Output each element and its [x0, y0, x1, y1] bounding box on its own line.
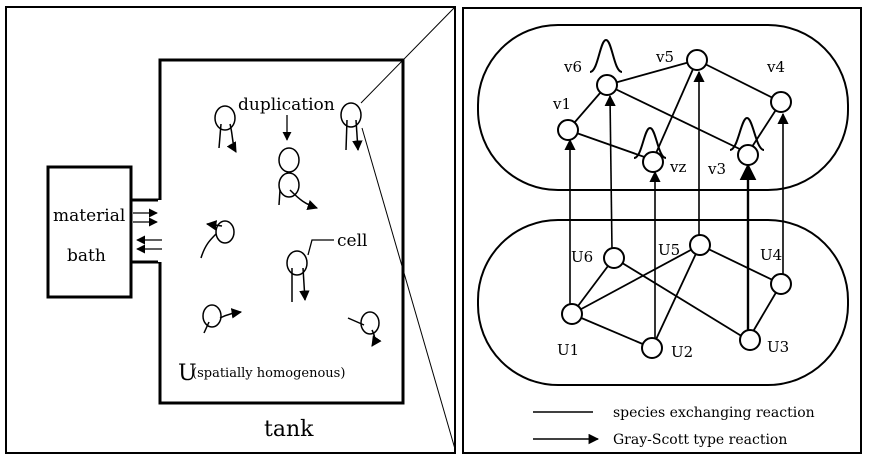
duplication-label: duplication	[238, 95, 335, 115]
u-sublabel: (spatially homogenous)	[192, 366, 345, 381]
u-nodes	[561, 234, 792, 359]
exchange-reaction-lines	[567, 59, 782, 349]
tank-label: tank	[264, 417, 314, 442]
tank-box	[158, 58, 405, 405]
v-layer-capsule	[477, 24, 849, 191]
cell-icon	[200, 220, 235, 259]
flow-arrows	[133, 208, 162, 254]
node-u4	[770, 273, 792, 295]
gray-scott-arrows	[564, 70, 789, 338]
cell-icon	[340, 102, 363, 152]
material-bath-box	[46, 165, 133, 299]
cells	[200, 102, 382, 347]
legend: species exchanging reaction Gray-Scott t…	[533, 405, 815, 448]
material-bath-label-line2: bath	[67, 246, 106, 266]
node-u5	[689, 234, 711, 256]
legend-exchange-text: species exchanging reaction	[613, 405, 815, 421]
cell-label: cell	[337, 231, 367, 251]
cell-icon	[286, 250, 310, 302]
bath-tank-channel	[131, 198, 162, 264]
label-u1: U1	[557, 341, 579, 359]
material-bath-label-line1: material	[53, 206, 125, 226]
u-label: U	[178, 361, 197, 386]
concentration-peaks	[589, 38, 765, 159]
right-panel-frame	[462, 7, 862, 454]
label-v2: vz	[669, 158, 686, 176]
node-v6	[596, 74, 618, 96]
node-v5	[686, 49, 708, 71]
v-nodes	[557, 49, 792, 173]
label-v5: v5	[655, 48, 674, 66]
cell-icon	[347, 311, 382, 347]
node-u2	[641, 337, 663, 359]
cell-label-leader	[307, 239, 334, 256]
u-node-labels: U1 U2 U3 U4 U5 U6	[557, 241, 789, 361]
node-u6	[603, 247, 625, 269]
node-v3	[737, 144, 759, 166]
label-v4: v4	[766, 58, 785, 76]
cell-icon	[214, 105, 237, 153]
label-v1: v1	[552, 95, 571, 113]
node-v4	[770, 91, 792, 113]
cell-icon	[202, 304, 243, 334]
label-v6: v6	[563, 58, 582, 76]
v-node-labels: v1 vz v3 v4 v5 v6	[552, 48, 785, 178]
node-u3	[739, 329, 761, 351]
node-v2	[642, 151, 664, 173]
label-u4: U4	[760, 246, 782, 264]
legend-grayscott-text: Gray-Scott type reaction	[613, 432, 787, 448]
zoom-line-bottom	[361, 127, 456, 450]
node-u1	[561, 303, 583, 325]
label-u3: U3	[767, 338, 789, 356]
node-v1	[557, 119, 579, 141]
zoom-line-top	[360, 6, 456, 104]
label-u6: U6	[571, 248, 593, 266]
label-u2: U2	[671, 343, 693, 361]
label-u5: U5	[658, 241, 680, 259]
label-v3: v3	[707, 160, 726, 178]
u-layer-capsule	[477, 219, 849, 386]
cell-icon	[278, 147, 318, 210]
